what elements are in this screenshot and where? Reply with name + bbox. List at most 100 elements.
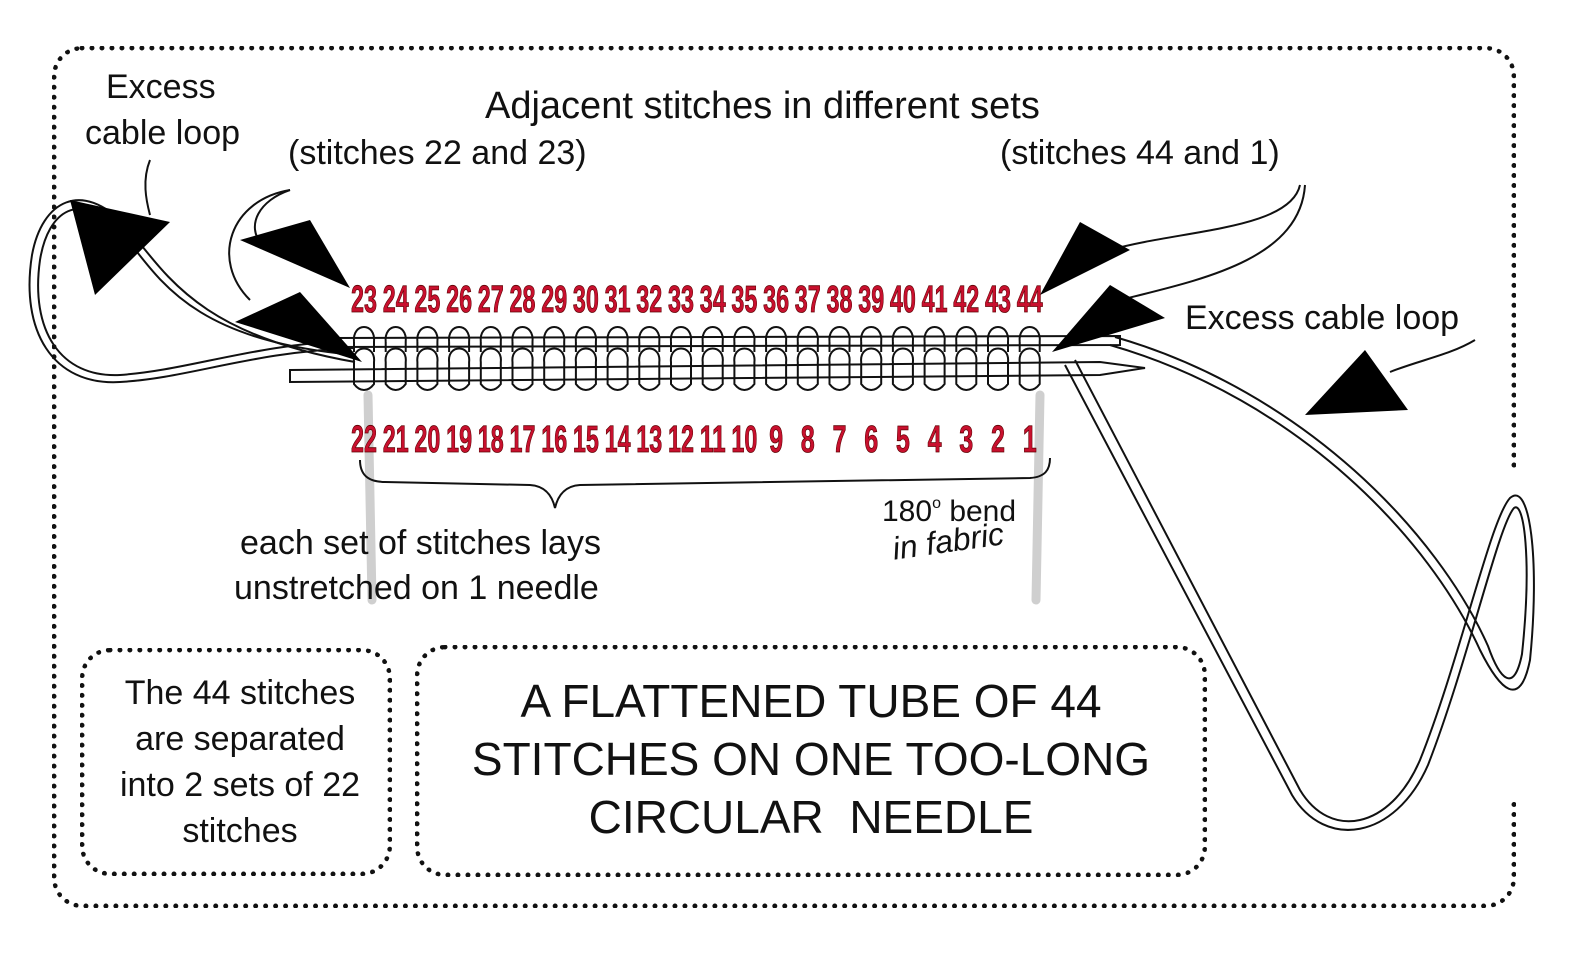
stitch-loops bbox=[352, 326, 1041, 391]
stitch-number-bottom-8: 8 bbox=[801, 419, 815, 461]
stitch-number-top-32: 32 bbox=[636, 279, 662, 321]
arrowheads bbox=[70, 200, 1408, 415]
stitch-loop-top bbox=[860, 326, 883, 352]
stitch-loop-top bbox=[669, 326, 693, 352]
stitch-loop-top bbox=[891, 326, 914, 352]
stitch-number-top-27: 27 bbox=[478, 279, 504, 321]
stitch-number-top-34: 34 bbox=[700, 279, 726, 321]
stitch-loop-top bbox=[352, 326, 376, 352]
stitch-number-top-30: 30 bbox=[573, 279, 599, 321]
stitch-loop-bottom bbox=[891, 347, 914, 391]
separation-note-line-2: are separated bbox=[135, 720, 345, 758]
stitch-loop-bottom bbox=[384, 347, 407, 391]
stitch-number-bottom-17: 17 bbox=[510, 419, 536, 461]
each-set-label-1: each set of stitches lays bbox=[240, 524, 601, 562]
stitch-loop-bottom bbox=[733, 347, 756, 391]
separation-note-box bbox=[80, 648, 392, 876]
stitch-loop-bottom bbox=[765, 347, 788, 391]
stitch-number-bottom-13: 13 bbox=[636, 419, 662, 461]
title-line-2: STITCHES ON ONE TOO-LONG bbox=[471, 733, 1151, 785]
stitch-number-bottom-11: 11 bbox=[700, 419, 726, 461]
separation-note-line-3: into 2 sets of 22 bbox=[119, 766, 361, 804]
stitch-number-top-24: 24 bbox=[383, 279, 409, 321]
excess-cable-loop-left-label-1: Excess bbox=[106, 68, 216, 106]
stitch-number-top-39: 39 bbox=[858, 279, 884, 321]
stitch-loop-top bbox=[638, 326, 661, 352]
stitch-number-top-40: 40 bbox=[890, 279, 916, 321]
stitch-number-bottom-21: 21 bbox=[383, 419, 409, 461]
stitch-loop-top bbox=[384, 326, 407, 352]
title-text: A FLATTENED TUBE OF 44 STITCHES ON ONE T… bbox=[415, 672, 1207, 846]
stitch-number-top-42: 42 bbox=[953, 279, 979, 321]
stitch-loop-top bbox=[923, 326, 946, 352]
stitch-number-bottom-1: 1 bbox=[1023, 419, 1037, 461]
stitch-number-bottom-10: 10 bbox=[731, 419, 757, 461]
arrow-stitch-22 bbox=[235, 292, 362, 362]
stitch-number-top-38: 38 bbox=[827, 279, 853, 321]
left-cable-loop bbox=[28, 199, 356, 384]
stitch-loop-top bbox=[606, 326, 629, 352]
stitch-loop-bottom bbox=[828, 347, 851, 391]
stitch-loop-top bbox=[574, 326, 597, 352]
separation-note-line-4: stitches bbox=[182, 812, 298, 850]
separation-note-line-1: The 44 stitches bbox=[124, 674, 356, 712]
stitch-loop-bottom bbox=[543, 347, 566, 391]
stitch-number-bottom-18: 18 bbox=[478, 419, 504, 461]
stitch-number-top-36: 36 bbox=[763, 279, 789, 321]
stitch-loop-top bbox=[955, 326, 978, 352]
stitch-loop-bottom bbox=[701, 347, 724, 391]
stitch-loop-bottom bbox=[448, 347, 471, 391]
stitch-number-top-28: 28 bbox=[510, 279, 536, 321]
stitch-number-top-23: 23 bbox=[351, 279, 377, 321]
stitch-loop-top bbox=[986, 326, 1010, 352]
stitch-number-top-31: 31 bbox=[605, 279, 631, 321]
stitch-number-bottom-2: 2 bbox=[991, 419, 1005, 461]
stitch-loop-top bbox=[448, 326, 471, 352]
stitch-loop-bottom bbox=[1018, 347, 1041, 391]
stitch-loop-top bbox=[511, 326, 534, 352]
stitch-number-bottom-14: 14 bbox=[605, 419, 631, 461]
stitch-number-bottom-19: 19 bbox=[446, 419, 472, 461]
each-set-label-2: unstretched on 1 needle bbox=[234, 569, 599, 607]
pointer-curves bbox=[144, 159, 1476, 509]
stitch-loop-bottom bbox=[606, 347, 629, 391]
stitch-loop-bottom bbox=[416, 347, 439, 391]
stitch-loop-bottom bbox=[955, 347, 978, 391]
stitch-number-bottom-20: 20 bbox=[414, 419, 440, 461]
stitch-loop-top bbox=[416, 326, 439, 352]
right-cable-loop bbox=[1064, 336, 1535, 831]
stitches-22-23-label: (stitches 22 and 23) bbox=[288, 134, 587, 172]
stitch-loop-top bbox=[796, 326, 819, 352]
title-box bbox=[415, 645, 1207, 877]
stitch-number-bottom-12: 12 bbox=[668, 419, 694, 461]
stitch-number-bottom-15: 15 bbox=[573, 419, 599, 461]
stitch-loop-bottom bbox=[923, 347, 946, 391]
stitch-loop-bottom bbox=[574, 347, 597, 391]
stitch-loop-top bbox=[733, 326, 756, 352]
frame-gap bbox=[1505, 470, 1525, 800]
stitch-loop-bottom bbox=[669, 347, 693, 391]
arrow-excess-left bbox=[70, 200, 170, 295]
bend-degrees: 180 bbox=[882, 495, 933, 528]
arrow-stitch-44 bbox=[1040, 222, 1130, 295]
stitch-loop-bottom bbox=[479, 347, 502, 391]
title-line-3: CIRCULAR NEEDLE bbox=[588, 791, 1034, 843]
adjacent-stitches-title: Adjacent stitches in different sets bbox=[485, 85, 1040, 127]
stitch-number-bottom-16: 16 bbox=[541, 419, 567, 461]
needle bbox=[289, 334, 1146, 384]
stitch-loop-top bbox=[701, 326, 724, 352]
stitches-44-1-label: (stitches 44 and 1) bbox=[1000, 134, 1280, 172]
excess-cable-loop-right-label: Excess cable loop bbox=[1185, 299, 1460, 337]
stitch-loop-top bbox=[765, 326, 788, 352]
stitch-number-bottom-4: 4 bbox=[928, 419, 942, 461]
stitch-number-bottom-9: 9 bbox=[769, 419, 783, 461]
stitch-loop-top bbox=[1018, 326, 1041, 352]
stitch-number-bottom-5: 5 bbox=[896, 419, 910, 461]
degree-mark: o bbox=[932, 495, 941, 512]
fabric-lines bbox=[363, 390, 1045, 605]
bend-word: bend bbox=[949, 495, 1017, 528]
stitch-loop-top bbox=[828, 326, 851, 352]
stitch-loop-bottom bbox=[860, 347, 883, 391]
